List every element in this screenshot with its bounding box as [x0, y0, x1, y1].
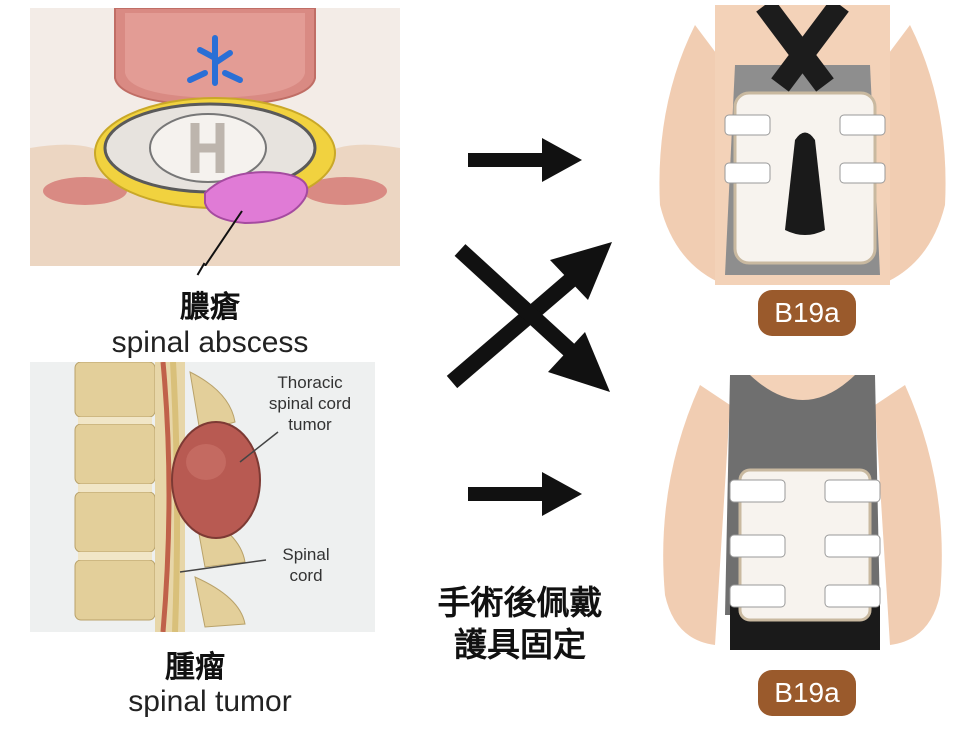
arrows-diagram — [446, 138, 612, 516]
abscess-title-zh: 膿瘡 — [180, 290, 240, 325]
tumor-title-zh: 腫瘤 — [165, 650, 225, 685]
arrow-cross-up — [446, 242, 612, 389]
arrow-right-top — [468, 138, 582, 182]
product-badge-top: B19a — [758, 290, 856, 336]
product-badge-bottom: B19a — [758, 670, 856, 716]
tumor-annotation-label: Thoracic spinal cord tumor — [268, 373, 352, 434]
abscess-illustration — [30, 7, 400, 267]
caption-line-2: 護具固定 — [454, 625, 586, 664]
abscess-title-en: spinal abscess — [111, 326, 309, 359]
tumor-title-en: spinal tumor — [128, 685, 292, 718]
tumor-illustration — [30, 361, 375, 633]
caption-line-1: 手術後佩戴 — [437, 583, 603, 622]
cord-annotation-label: Spinal cord — [282, 545, 330, 585]
brace-back-photo — [655, 0, 950, 295]
brace-front-photo — [655, 365, 950, 655]
arrow-cross-down — [454, 244, 610, 392]
arrow-right-bottom — [468, 472, 582, 516]
